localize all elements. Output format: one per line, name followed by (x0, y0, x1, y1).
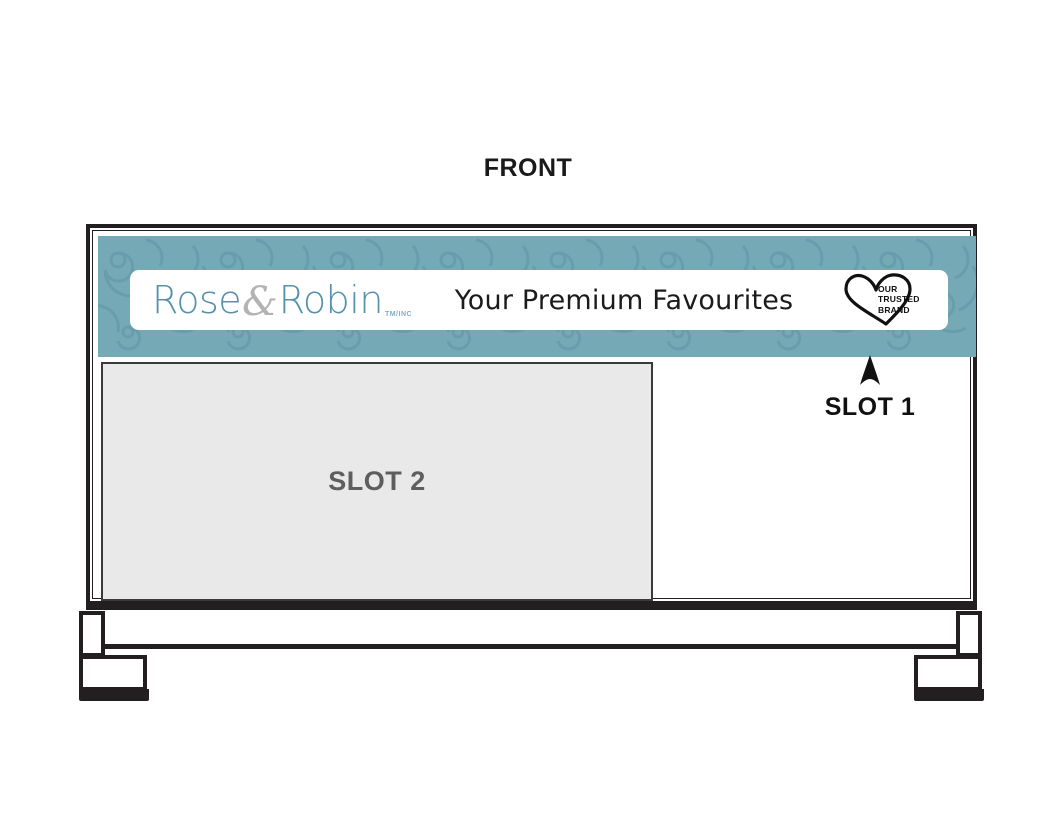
slot-1-callout: SLOT 1 (800, 355, 940, 422)
slot-1-label: SLOT 1 (824, 393, 916, 421)
badge-line-1: OUR (878, 284, 898, 294)
leg-right-foot (914, 689, 984, 701)
slot-2-panel[interactable]: SLOT 2 (101, 362, 653, 601)
brand-tagline: Your Premium Favourites (454, 284, 794, 316)
base-rail (86, 605, 977, 649)
leg-left (79, 611, 149, 703)
heart-outline-icon (844, 273, 912, 326)
brand-word-robin: Robin (278, 278, 384, 322)
leg-left-post (79, 611, 105, 657)
badge-line-2: TRUSTED (878, 294, 920, 305)
brand-logo: Rose & Robin TM/INC (130, 270, 450, 330)
brand-word-rose: Rose (152, 278, 242, 322)
leg-right-post (956, 611, 982, 657)
brand-ampersand: & (242, 279, 278, 325)
arrow-up-icon (860, 355, 880, 385)
badge-line-3: BRAND (878, 304, 910, 315)
page-title: FRONT (483, 154, 573, 182)
slot-2-label: SLOT 2 (328, 466, 426, 496)
brand-plaque: Rose & Robin TM/INC Your Premium Favouri… (130, 270, 948, 330)
leg-right (914, 611, 984, 703)
trusted-brand-text: OUR TRUSTED BRAND (878, 284, 920, 315)
trusted-brand-badge: OUR TRUSTED BRAND (838, 272, 934, 328)
leg-left-block (79, 655, 147, 691)
leg-right-block (914, 655, 982, 691)
cabinet-inner-outline: Rose & Robin TM/INC Your Premium Favouri… (92, 230, 976, 601)
slot-1-banner[interactable]: Rose & Robin TM/INC Your Premium Favouri… (98, 236, 976, 357)
leg-left-foot (79, 689, 149, 701)
cabinet-outline: Rose & Robin TM/INC Your Premium Favouri… (86, 224, 977, 605)
brand-trademark-mark: TM/INC (384, 311, 413, 318)
